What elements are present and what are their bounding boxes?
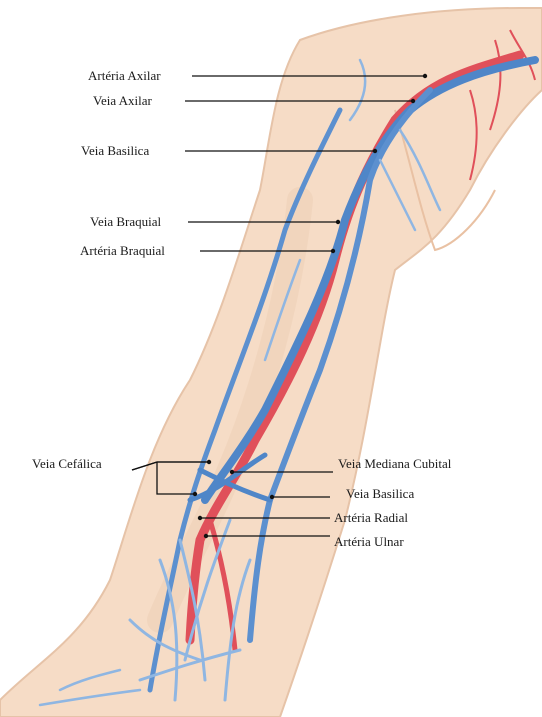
label-veia-cefalica: Veia Cefálica [32,456,102,471]
leader-dot-arteria-axilar [423,74,427,78]
label-veia-basilica-lower: Veia Basilica [346,486,414,501]
label-veia-braquial: Veia Braquial [90,214,162,229]
label-arteria-axilar: Artéria Axilar [88,68,161,83]
leader-dot-veia-axilar [411,99,415,103]
leader-dot-veia-braquial [336,220,340,224]
leader-dot-veia-cefalica-b [193,492,197,496]
label-veia-mediana-cubital: Veia Mediana Cubital [338,456,452,471]
label-arteria-ulnar: Artéria Ulnar [334,534,404,549]
leader-dot-veia-basilica-lower [270,495,274,499]
leader-dot-veia-basilica-upper [373,149,377,153]
leader-dot-arteria-braquial [331,249,335,253]
leader-dot-veia-mediana-cubital [230,470,234,474]
label-arteria-braquial: Artéria Braquial [80,243,165,258]
label-veia-axilar: Veia Axilar [93,93,153,108]
leader-dot-arteria-ulnar [204,534,208,538]
leader-dot-veia-cefalica-a [207,460,211,464]
label-arteria-radial: Artéria Radial [334,510,408,525]
leader-dot-arteria-radial [198,516,202,520]
label-veia-basilica-upper: Veia Basilica [81,143,149,158]
